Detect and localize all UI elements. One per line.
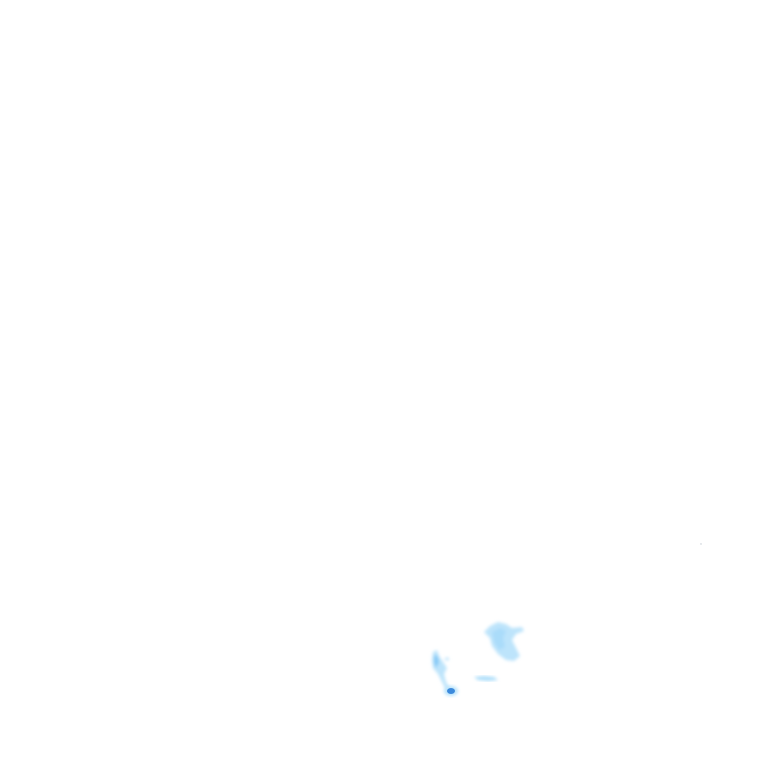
precip-cell-northeast: [484, 622, 524, 661]
precip-speck-east: [700, 543, 702, 545]
precip-band-west-dot: [445, 657, 449, 661]
precip-cell-south: [444, 686, 458, 696]
precip-streak-middle-shape: [474, 676, 498, 681]
precip-cell-northeast-outer: [484, 622, 524, 661]
precip-cell-northeast-core: [492, 628, 506, 650]
precip-cell-south-core: [447, 688, 455, 694]
precip-band-west: [432, 650, 450, 690]
precip-streak-middle: [474, 676, 498, 681]
precip-band-west-core: [434, 655, 439, 668]
